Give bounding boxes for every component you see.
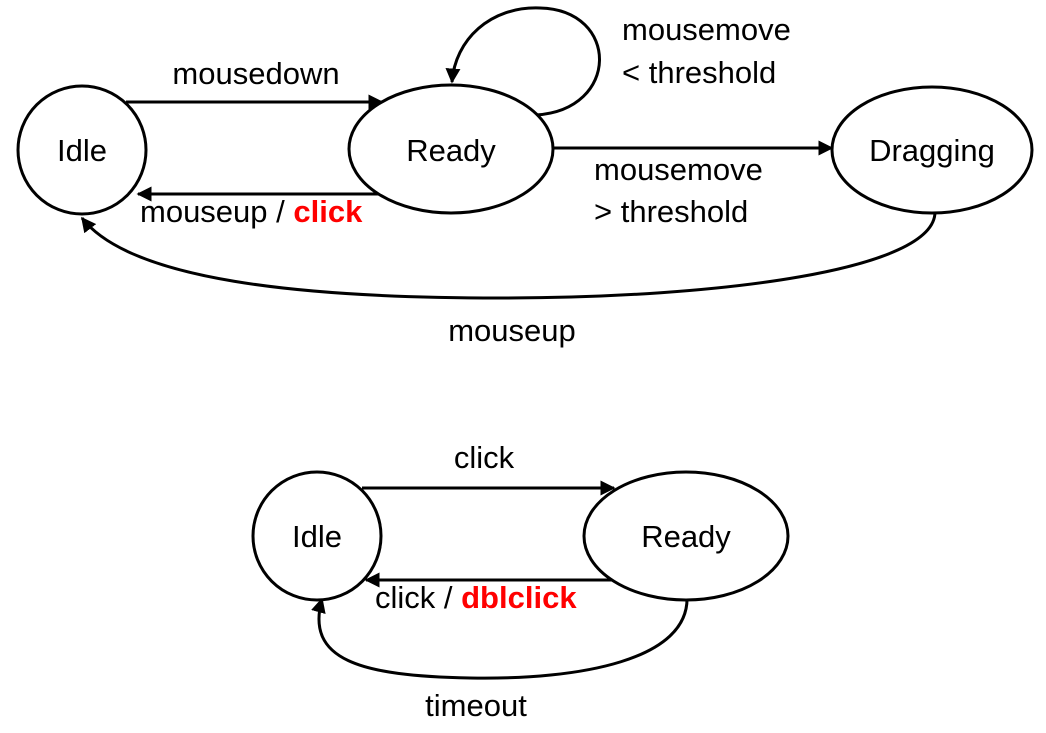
state-label-ready: Ready (406, 133, 496, 168)
label-small-move-line2: < threshold (622, 55, 776, 90)
edge-ready-self-loop (445, 6, 601, 117)
label-mouseup-click: mouseup / click (140, 194, 363, 229)
dbl-state-label-idle: Idle (292, 519, 342, 554)
label-mouseup-prefix: mouseup / (140, 194, 293, 229)
label-timeout: timeout (425, 688, 527, 723)
label-click-event: click (293, 194, 363, 229)
edge-ready-to-idle-timeout (311, 595, 689, 680)
state-node-dragging (830, 85, 1034, 215)
dbl-state-label-ready: Ready (641, 519, 731, 554)
label-drag-mouseup: mouseup (448, 313, 576, 348)
label-small-move-line1: mousemove (622, 12, 791, 47)
dbl-state-node-idle (251, 470, 383, 602)
label-click-prefix: click / (375, 580, 461, 615)
label-large-move-line1: mousemove (594, 152, 763, 187)
label-dblclick-event: dblclick (461, 580, 577, 615)
state-label-idle: Idle (57, 133, 107, 168)
edge-dragging-to-idle-mouseup (80, 211, 937, 300)
label-mousedown: mousedown (172, 56, 339, 91)
state-node-ready (347, 83, 555, 215)
label-click: click (454, 440, 515, 475)
state-node-idle (16, 84, 148, 216)
label-large-move-line2: > threshold (594, 194, 748, 229)
state-label-dragging: Dragging (869, 133, 995, 168)
dblclick-state-machine: Idle Ready click click / dblclick timeou… (251, 440, 790, 723)
label-click-dblclick: click / dblclick (375, 580, 577, 615)
dbl-state-node-ready (582, 470, 790, 602)
drag-state-machine: Idle Ready Dragging mousedown mouseup / … (16, 6, 1034, 348)
